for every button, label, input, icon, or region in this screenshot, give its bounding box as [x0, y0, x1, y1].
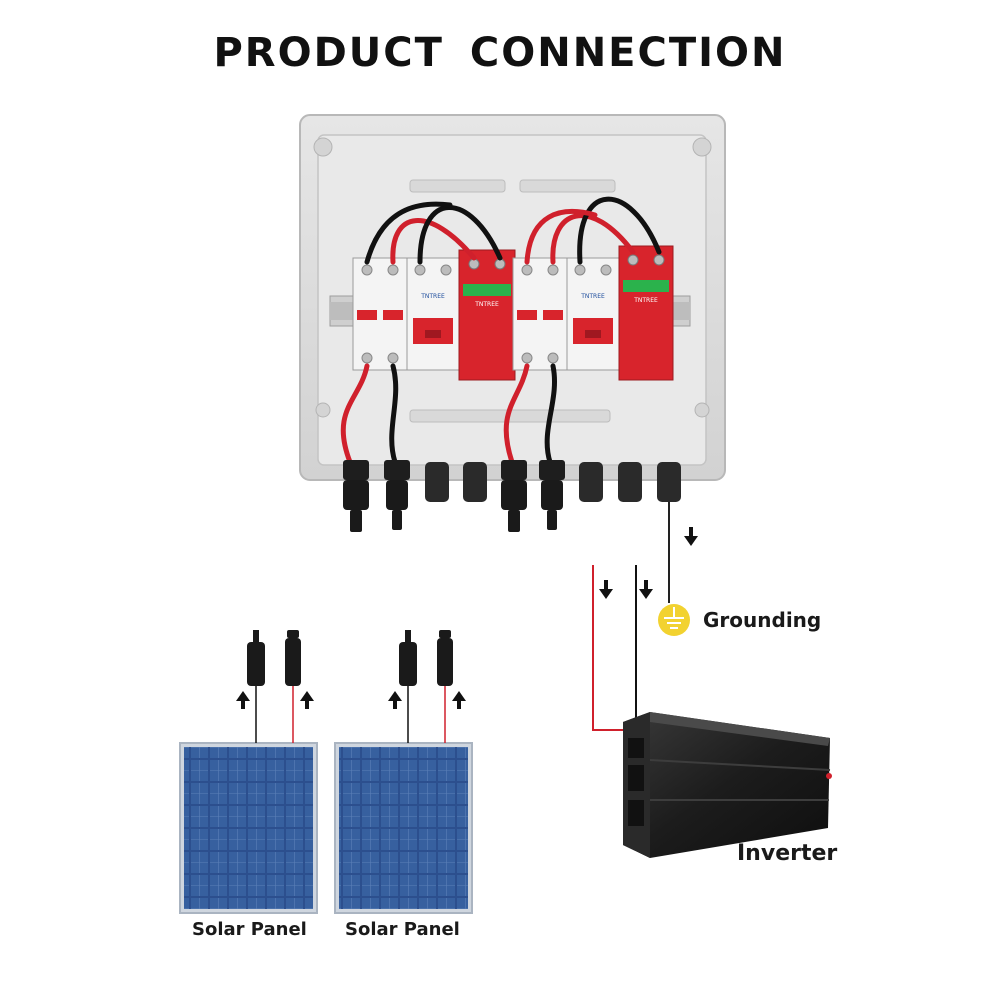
solar-panel-1: [179, 742, 318, 914]
spd-brand-2: TNTREE: [633, 297, 658, 304]
dc-breaker-2: TNTREE: [406, 257, 460, 371]
panel-leads: [255, 686, 446, 743]
arrow-up-icon: [236, 691, 250, 709]
arrow-down-icon: [639, 580, 653, 599]
dc-breaker-1: [352, 257, 408, 371]
arrow-up-icon: [388, 691, 402, 709]
solar-panel-2: [334, 742, 473, 914]
spd-brand-1: TNTREE: [474, 301, 499, 308]
arrow-up-icon: [300, 691, 314, 709]
page-title: PRODUCT CONNECTION: [213, 30, 787, 76]
arrow-up-icon: [452, 691, 466, 709]
arrow-down-icon: [599, 580, 613, 599]
cable-glands: [343, 460, 681, 502]
internal-wiring: [340, 196, 662, 465]
surge-protector-1: TNTREE: [458, 249, 516, 381]
inverter-label: Inverter: [737, 841, 838, 866]
surge-protector-2: TNTREE: [618, 245, 674, 381]
box-mc4-connectors: [343, 480, 563, 532]
grounding-label: Grounding: [703, 608, 822, 632]
inverter-wires: [592, 565, 637, 731]
dc-breaker-4: TNTREE: [566, 257, 620, 371]
ground-symbol-icon: [658, 604, 690, 636]
dc-breaker-3: [512, 257, 568, 371]
arrow-down-icon: [684, 527, 698, 546]
breaker-brand-2: TNTREE: [580, 293, 605, 300]
breaker-brand-1: TNTREE: [420, 293, 445, 300]
solar-panel-1-label: Solar Panel: [192, 919, 307, 940]
inverter: [623, 712, 832, 858]
solar-panel-2-label: Solar Panel: [345, 919, 460, 940]
panel-mc4-connectors: [247, 630, 453, 686]
